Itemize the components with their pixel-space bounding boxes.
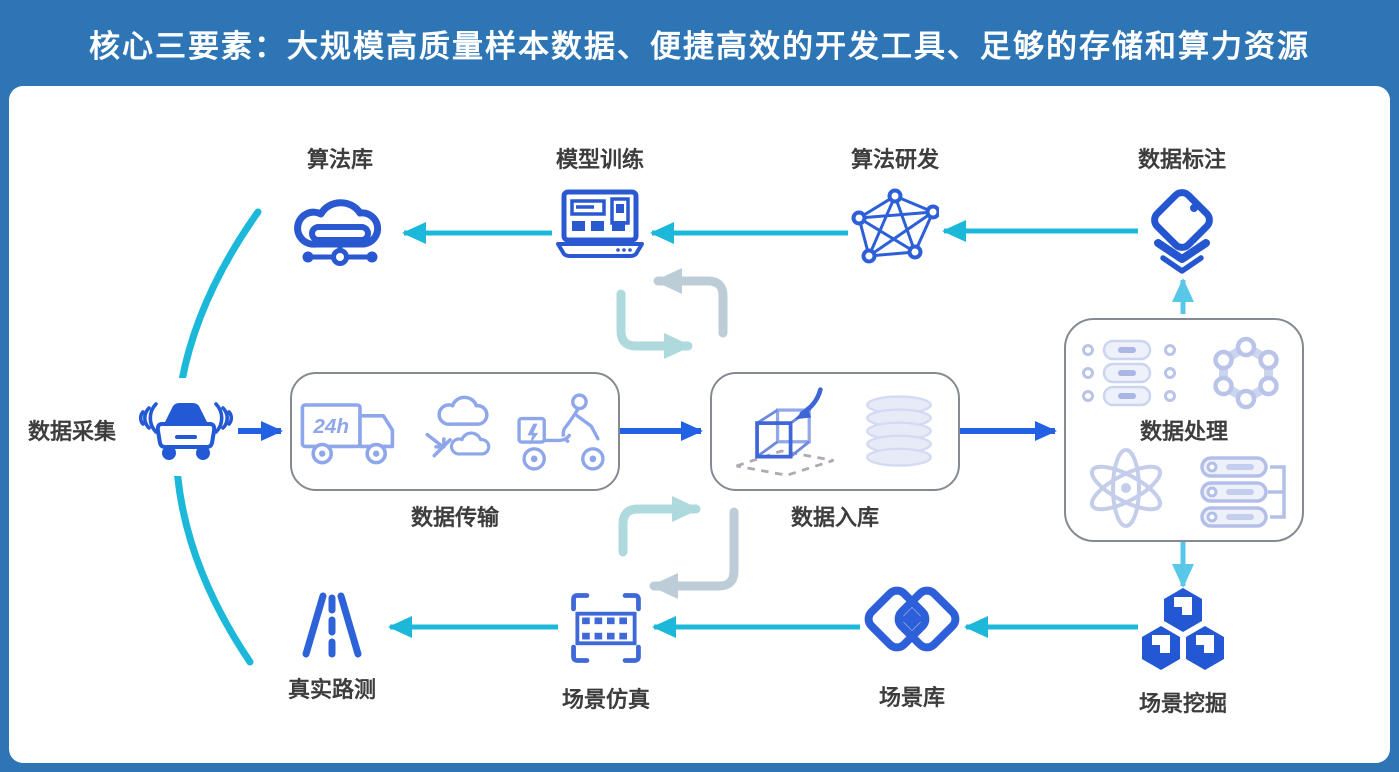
node-real-road-test: 真实路测 (272, 588, 392, 704)
tag-icon (1151, 189, 1213, 274)
laptop-icon (556, 189, 644, 258)
data-warehousing-label: 数据入库 (790, 505, 879, 530)
lower-loop-arrow-right (618, 496, 701, 557)
header-title: 核心三要素：大规模高质量样本数据、便捷高效的开发工具、足够的存储和算力资源 (89, 28, 1310, 64)
node-data-processing: 数据处理 (1064, 318, 1304, 542)
data-warehousing-box (710, 372, 960, 491)
node-scenario-library: 场景库 (852, 584, 972, 712)
node-scenario-simulation: 场景仿真 (546, 586, 666, 714)
molecule-icon (1213, 336, 1279, 410)
truck-badge-text: 24h (312, 414, 349, 437)
data-processing-label: 数据处理 (1139, 419, 1228, 444)
header-banner: 核心三要素：大规模高质量样本数据、便捷高效的开发工具、足够的存储和算力资源 (0, 0, 1399, 86)
disk-stack-icon (866, 394, 932, 467)
graph-network-icon (851, 188, 939, 264)
node-data-warehousing: 数据入库 (710, 372, 960, 532)
node-data-collection (138, 382, 234, 474)
car-wifi-icon (138, 402, 234, 460)
real-road-test-label: 真实路测 (287, 677, 376, 702)
scenario-simulation-label: 场景仿真 (561, 687, 650, 712)
data-transmission-label: 数据传输 (410, 505, 499, 530)
node-model-training: 模型训练 (540, 142, 660, 260)
truck-24h-icon: 24h (300, 402, 395, 464)
double-diamond-icon (864, 586, 960, 652)
film-frame-icon (571, 593, 641, 663)
scenario-library-label: 场景库 (878, 685, 945, 710)
data-transmission-box: 24h (290, 372, 620, 491)
etl-flow-icon (1082, 339, 1176, 407)
cube-inbox-icon (736, 387, 834, 477)
node-algorithm-rd: 算法研发 (835, 142, 955, 268)
algorithm-library-label: 算法库 (306, 147, 373, 172)
road-icon (302, 592, 362, 658)
cloud-network-icon (294, 199, 382, 266)
node-data-annotation: 数据标注 (1122, 142, 1242, 280)
data-collection-label: 数据采集 (28, 419, 117, 444)
upper-loop-arrow-left (653, 268, 728, 338)
lower-loop-arrow-left (649, 507, 739, 599)
model-training-label: 模型训练 (555, 147, 644, 172)
data-annotation-label: 数据标注 (1137, 147, 1226, 172)
algorithm-rd-label: 算法研发 (850, 147, 939, 172)
scenario-mining-label: 场景挖掘 (1138, 691, 1227, 716)
cubes-icon (1142, 588, 1224, 670)
upper-loop-arrow-right (616, 289, 693, 359)
node-algorithm-library: 算法库 (278, 142, 402, 272)
server-stack-icon (1200, 456, 1286, 528)
node-scenario-mining: 场景挖掘 (1123, 586, 1243, 718)
node-data-transmission: 24h (290, 372, 620, 532)
atom-icon (1089, 448, 1163, 528)
delivery-rider-icon (517, 392, 605, 471)
cloud-sync-icon (425, 395, 491, 457)
